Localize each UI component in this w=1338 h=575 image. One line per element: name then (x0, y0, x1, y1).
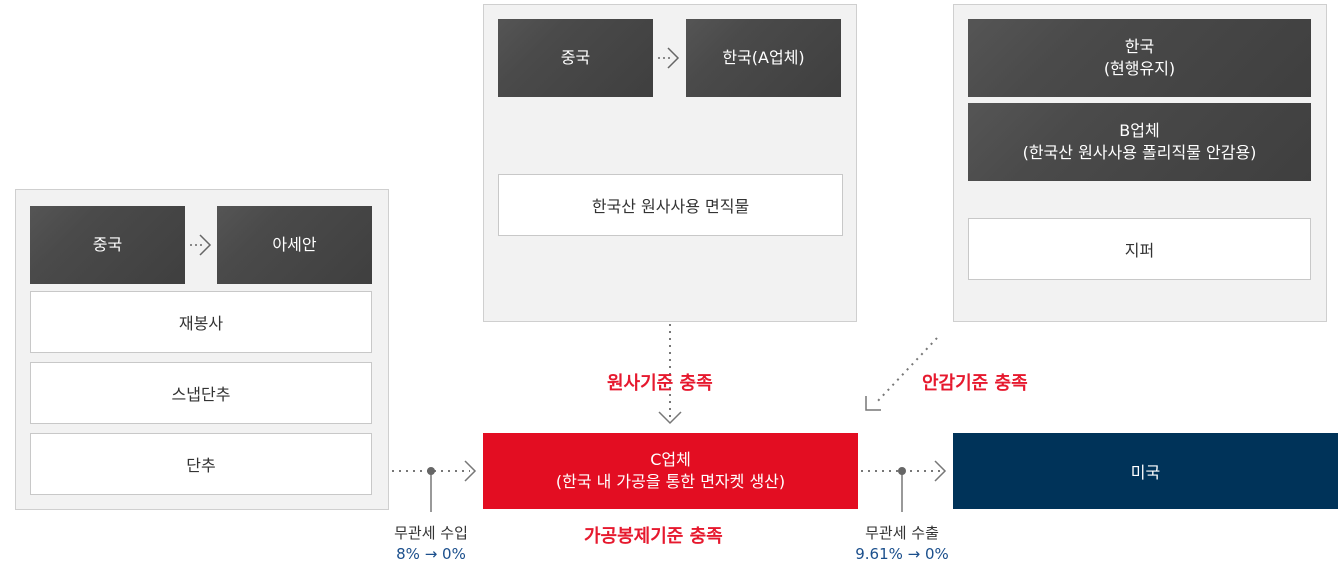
right-maker-b: B업체 (한국산 원사사용 폴리직물 안감용) (968, 103, 1311, 181)
left-origin-china: 중국 (30, 206, 185, 284)
import-duty-rate: 8% → 0% (396, 545, 466, 563)
right-origin-korea: 한국 (현행유지) (968, 19, 1311, 97)
c-company-box: C업체 (한국 내 가공을 통한 면자켓 생산) (483, 433, 858, 509)
export-duty-label: 무관세 수출 (865, 524, 939, 542)
export-duty: 무관세 수출 9.61% → 0% (840, 523, 964, 565)
center-flow-arrow-icon (658, 47, 680, 69)
left-destination-asean: 아세안 (217, 206, 372, 284)
usa-box: 미국 (953, 433, 1338, 509)
left-item-thread: 재봉사 (30, 291, 372, 353)
lining-criteria-label: 안감기준 충족 (922, 373, 1028, 394)
right-maker-line2: (한국산 원사사용 폴리직물 안감용) (1022, 143, 1257, 162)
yarn-criteria-label: 원사기준 충족 (607, 373, 713, 394)
left-item-button: 단추 (30, 433, 372, 495)
center-origin-china: 중국 (498, 19, 653, 97)
right-origin-line2: (현행유지) (1103, 59, 1176, 78)
import-duty-label: 무관세 수입 (394, 524, 468, 542)
c-company-name: C업체 (650, 450, 691, 469)
center-item-cotton-fabric: 한국산 원사사용 면직물 (498, 174, 843, 236)
c-company-desc: (한국 내 가공을 통한 면자켓 생산) (555, 472, 786, 491)
center-destination-korea-a: 한국(A업체) (686, 19, 841, 97)
left-flow-arrow-icon (190, 234, 212, 256)
export-duty-rate: 9.61% → 0% (855, 545, 949, 563)
right-maker-line1: B업체 (1119, 121, 1160, 140)
import-duty: 무관세 수입 8% → 0% (381, 523, 481, 565)
right-item-zipper: 지퍼 (968, 218, 1311, 280)
sewing-criteria-label: 가공봉제기준 충족 (584, 526, 723, 547)
right-origin-line1: 한국 (1124, 37, 1155, 56)
left-item-snap-button: 스냅단추 (30, 362, 372, 424)
